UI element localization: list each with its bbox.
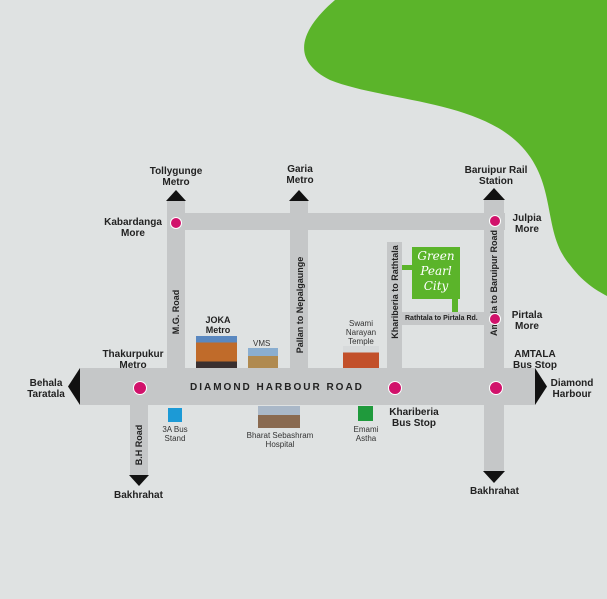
swami-narayan-image xyxy=(343,346,379,368)
mg-road xyxy=(167,200,185,370)
rathtala-road xyxy=(402,312,484,325)
arrow-down-icon xyxy=(483,471,505,483)
khariberia-road-label: Khariberia to Rathtala xyxy=(390,245,400,339)
project-connector xyxy=(402,265,414,270)
emami-label: Emami Astha xyxy=(353,425,379,443)
amtala-bus-stop-label: AMTALA Bus Stop xyxy=(513,349,557,371)
bakhrahat-right-label: Bakhrahat xyxy=(470,486,519,497)
khariberia-bus-stop-label: Khariberia Bus Stop xyxy=(389,407,439,429)
diamond-harbour-label: Diamond Harbour xyxy=(550,378,594,400)
thakurpukur-label: Thakurpukur Metro xyxy=(102,349,164,371)
arrow-down-icon xyxy=(129,475,149,486)
marker-khariberia xyxy=(388,381,402,395)
bh-road xyxy=(130,405,148,475)
top-road xyxy=(167,213,505,230)
hospital-label: Bharat Sebashram Hospital xyxy=(246,431,314,449)
pirtala-label: Pirtala More xyxy=(511,310,543,332)
bus-stand-label: 3A Bus Stand xyxy=(162,425,188,443)
bakhrahat-left-label: Bakhrahat xyxy=(114,490,163,501)
tollygunge-label: Tollygunge Metro xyxy=(149,166,203,188)
diamond-harbour-road-label: DIAMOND HARBOUR ROAD xyxy=(190,382,364,393)
pallan-road-label: Pallan to Nepalgaunge xyxy=(295,256,305,354)
bh-road-label: B.H Road xyxy=(134,424,144,466)
marker-amtala xyxy=(489,381,503,395)
behala-label: Behala Taratala xyxy=(27,378,65,400)
pallan-road xyxy=(290,200,308,370)
vms-label: VMS xyxy=(253,339,271,348)
julpia-label: Julpia More xyxy=(512,213,542,235)
marker-kabardanga xyxy=(170,217,182,229)
project-name: Pearl xyxy=(420,264,452,278)
emami-icon xyxy=(358,406,373,421)
hospital-image xyxy=(258,406,300,428)
khariberia-road xyxy=(387,242,402,370)
diamond-harbour-road xyxy=(80,368,535,405)
project-name: Green xyxy=(417,249,455,263)
project-name: City xyxy=(423,279,449,293)
green-pearl-city-marker: Green Pearl City xyxy=(412,247,460,299)
joka-metro-image xyxy=(196,336,237,368)
marker-julpia xyxy=(489,215,501,227)
kabardanga-label: Kabardanga More xyxy=(104,217,162,239)
garia-label: Garia Metro xyxy=(286,164,314,186)
swami-narayan-label: Swami Narayan Temple xyxy=(345,319,377,346)
arrow-left-icon xyxy=(68,368,80,405)
vms-image xyxy=(248,348,278,368)
arrow-right-icon xyxy=(535,368,547,405)
arrow-up-icon xyxy=(289,190,309,201)
arrow-up-icon xyxy=(483,188,505,200)
rathtala-road-label: Rathtala to Pirtala Rd. xyxy=(405,315,478,322)
mg-road-label: M.G. Road xyxy=(171,289,181,335)
marker-pirtala xyxy=(489,313,501,325)
arrow-up-icon xyxy=(166,190,186,201)
bus-stand-icon xyxy=(168,408,182,422)
joka-metro-label: JOKA Metro xyxy=(205,315,231,335)
project-connector xyxy=(452,298,458,312)
marker-thakurpukur xyxy=(133,381,147,395)
baruipur-label: Baruipur Rail Station xyxy=(464,165,528,187)
